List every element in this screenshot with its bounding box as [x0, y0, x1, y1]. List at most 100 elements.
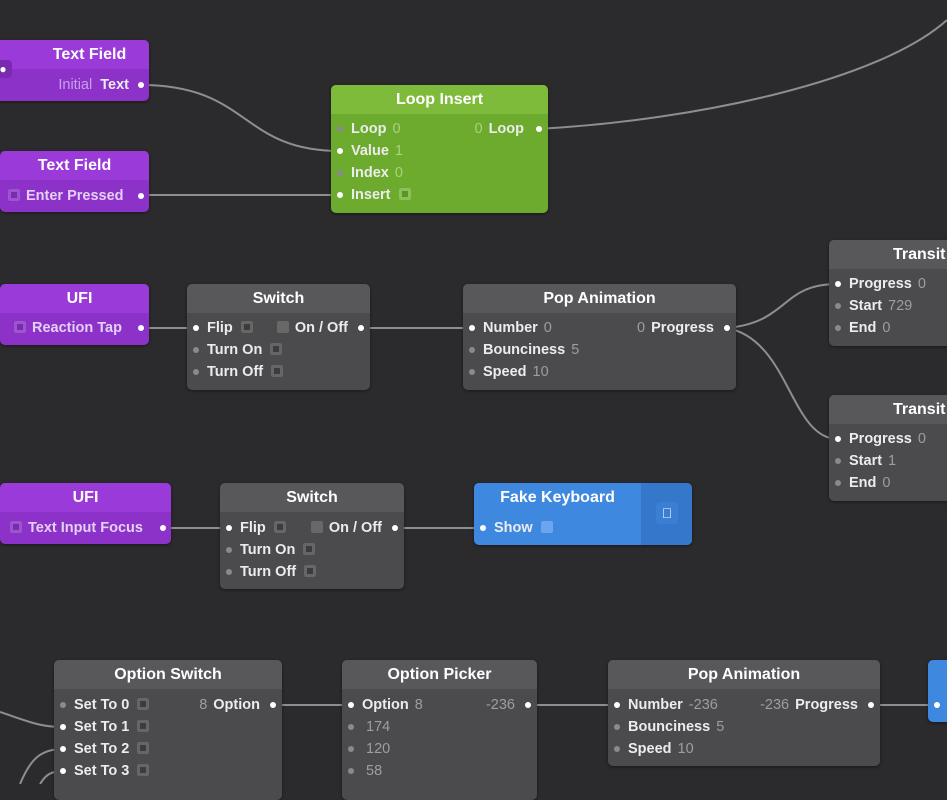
input-label: Number: [483, 320, 538, 336]
output-port[interactable]: [536, 126, 542, 132]
input-port[interactable]: [469, 369, 475, 375]
input-port[interactable]: [337, 148, 343, 154]
input-value: 174: [366, 719, 391, 735]
output-port[interactable]: [392, 525, 398, 531]
switch-node[interactable]: Switch Flip Turn On Turn Off On / Off: [220, 483, 404, 589]
output-port[interactable]: [358, 325, 364, 331]
pulse-icon: [273, 521, 286, 533]
output-value: -236: [760, 697, 790, 713]
text-field-node[interactable]: Text Field ● Initial Text: [0, 40, 149, 101]
pulse-icon: [14, 321, 26, 333]
input-port[interactable]: [226, 569, 232, 575]
output-port[interactable]: [525, 702, 531, 708]
node-title: Pop Animation: [608, 660, 880, 689]
output-port[interactable]: [160, 525, 166, 531]
input-value: 0: [917, 431, 926, 447]
text-field-node[interactable]: Text Field Enter Pressed: [0, 151, 149, 212]
input-port[interactable]: [226, 525, 232, 531]
input-label: Turn On: [207, 342, 263, 358]
input-port[interactable]: [480, 525, 486, 531]
offscreen-patch-node[interactable]: [928, 660, 947, 722]
input-port[interactable]: [835, 436, 841, 442]
output-port[interactable]: [724, 325, 730, 331]
input-value: 10: [532, 364, 549, 380]
output-port[interactable]: [270, 702, 276, 708]
pulse-icon: [10, 521, 22, 533]
input-port[interactable]: [835, 325, 841, 331]
input-port[interactable]: [60, 746, 66, 752]
input-value: 0: [543, 320, 552, 336]
input-port[interactable]: [337, 170, 343, 176]
output-port[interactable]: [138, 82, 144, 88]
input-port[interactable]: [469, 325, 475, 331]
input-value: 58: [366, 763, 383, 779]
input-port[interactable]: [60, 768, 66, 774]
input-value: 5: [716, 719, 725, 735]
input-port[interactable]: [60, 702, 66, 708]
input-port[interactable]: [348, 724, 354, 730]
port-value: Text: [100, 77, 129, 93]
switch-node[interactable]: Switch Flip Turn On Turn Off On / Off: [187, 284, 370, 390]
input-port[interactable]: [835, 480, 841, 486]
input-label: Start: [849, 298, 883, 314]
wire-textfield-to-value: [140, 84, 341, 152]
pulse-icon: [137, 720, 150, 732]
node-title: UFI: [0, 483, 171, 512]
output-label: Loop: [488, 121, 524, 137]
input-port[interactable]: [348, 702, 354, 708]
pulse-icon: [398, 188, 411, 200]
ufi-node[interactable]: UFI Reaction Tap: [0, 284, 149, 345]
output-port[interactable]: [138, 193, 144, 199]
input-port[interactable]: [226, 547, 232, 553]
input-port[interactable]: [835, 303, 841, 309]
input-port[interactable]: [193, 325, 199, 331]
input-port[interactable]: [193, 347, 199, 353]
input-port[interactable]: [60, 724, 66, 730]
input-label: Insert: [351, 187, 391, 203]
output-port[interactable]: [138, 325, 144, 331]
pulse-icon: [271, 365, 284, 377]
input-port[interactable]: [469, 347, 475, 353]
input-label: Show: [494, 520, 533, 536]
input-label: Bounciness: [628, 719, 711, 735]
input-label: Start: [849, 453, 883, 469]
pulse-icon: [137, 698, 150, 710]
apple-icon: : [656, 502, 678, 524]
input-port[interactable]: [934, 702, 940, 708]
ufi-node[interactable]: UFI Text Input Focus: [0, 483, 171, 544]
wire-progress-to-transit2: [726, 327, 839, 440]
toggle-indicator: [276, 321, 289, 333]
option-switch-node[interactable]: Option Switch Set To 0 Set To 1 Set To 2…: [54, 660, 282, 800]
input-label: End: [849, 320, 877, 336]
input-port[interactable]: [614, 702, 620, 708]
output-value: -236: [485, 697, 515, 713]
node-title: Fake Keyboard: [474, 483, 641, 512]
fake-keyboard-node[interactable]: Fake Keyboard  Show: [474, 483, 692, 545]
node-title: Switch: [187, 284, 370, 313]
pulse-icon: [137, 764, 150, 776]
node-title: Text Field: [0, 151, 149, 180]
input-port[interactable]: [337, 126, 343, 132]
input-value: 8: [414, 697, 423, 713]
input-value: 0: [392, 121, 401, 137]
input-label: Speed: [483, 364, 527, 380]
output-port[interactable]: [868, 702, 874, 708]
input-port[interactable]: [614, 746, 620, 752]
input-port[interactable]: [835, 458, 841, 464]
input-port[interactable]: [348, 746, 354, 752]
input-port[interactable]: [337, 192, 343, 198]
input-label: Turn Off: [207, 364, 264, 380]
input-port[interactable]: [348, 768, 354, 774]
input-value: 0: [394, 165, 403, 181]
input-value: 0: [882, 475, 891, 491]
input-port[interactable]: [835, 281, 841, 287]
input-port[interactable]: [614, 724, 620, 730]
input-port[interactable]: [193, 369, 199, 375]
output-value: 8: [199, 697, 208, 713]
